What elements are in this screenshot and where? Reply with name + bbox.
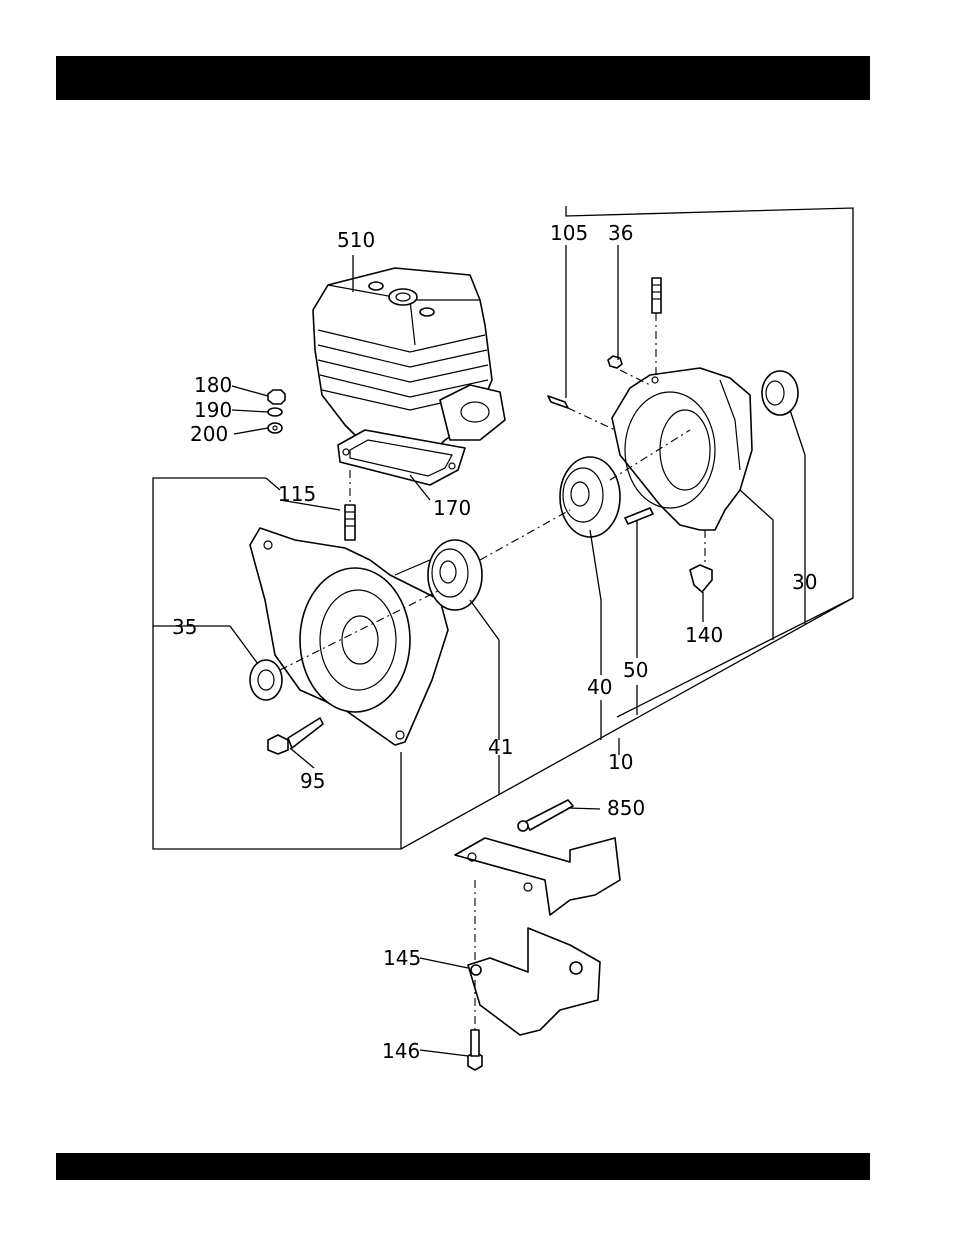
footer-bar bbox=[56, 1153, 870, 1180]
callout-10: 10 bbox=[608, 750, 633, 774]
callout-200: 200 bbox=[190, 422, 228, 446]
nut-washer-stack bbox=[268, 390, 285, 433]
callout-30: 30 bbox=[792, 570, 817, 594]
callout-36: 36 bbox=[608, 221, 633, 245]
callout-140: 140 bbox=[685, 623, 723, 647]
pin-50-part bbox=[625, 508, 653, 524]
oil-seal-35-part bbox=[250, 660, 282, 700]
callout-95: 95 bbox=[300, 769, 325, 793]
callout-41: 41 bbox=[488, 735, 513, 759]
callout-105: 105 bbox=[550, 221, 588, 245]
crankcase-left-part bbox=[250, 528, 448, 745]
callout-35: 35 bbox=[172, 615, 197, 639]
callout-190: 190 bbox=[194, 398, 232, 422]
crankcase-right-part bbox=[612, 368, 752, 530]
callout-145: 145 bbox=[383, 946, 421, 970]
callout-510: 510 bbox=[337, 228, 375, 252]
fitting-140-part bbox=[690, 530, 712, 592]
bearing-41-part bbox=[428, 540, 482, 610]
stud-part bbox=[345, 470, 355, 540]
bracket-lower-part bbox=[468, 880, 600, 1035]
cylinder-part bbox=[313, 268, 505, 455]
callout-115: 115 bbox=[278, 482, 316, 506]
pin-850-part bbox=[518, 800, 573, 831]
callout-50: 50 bbox=[623, 658, 648, 682]
stud-right-part bbox=[652, 278, 661, 375]
callout-labels: 510 105 36 180 190 200 170 115 35 95 41 … bbox=[172, 221, 817, 1063]
nut-36-part bbox=[608, 356, 622, 368]
callout-170: 170 bbox=[433, 496, 471, 520]
bracket-upper-part bbox=[455, 838, 620, 915]
oil-seal-30-part bbox=[762, 371, 798, 415]
bolt-95-part bbox=[268, 718, 323, 754]
callout-40: 40 bbox=[587, 675, 612, 699]
callout-850: 850 bbox=[607, 796, 645, 820]
callout-146: 146 bbox=[382, 1039, 420, 1063]
plug-105-part bbox=[548, 396, 615, 430]
callout-180: 180 bbox=[194, 373, 232, 397]
bearing-40-part bbox=[560, 457, 620, 537]
